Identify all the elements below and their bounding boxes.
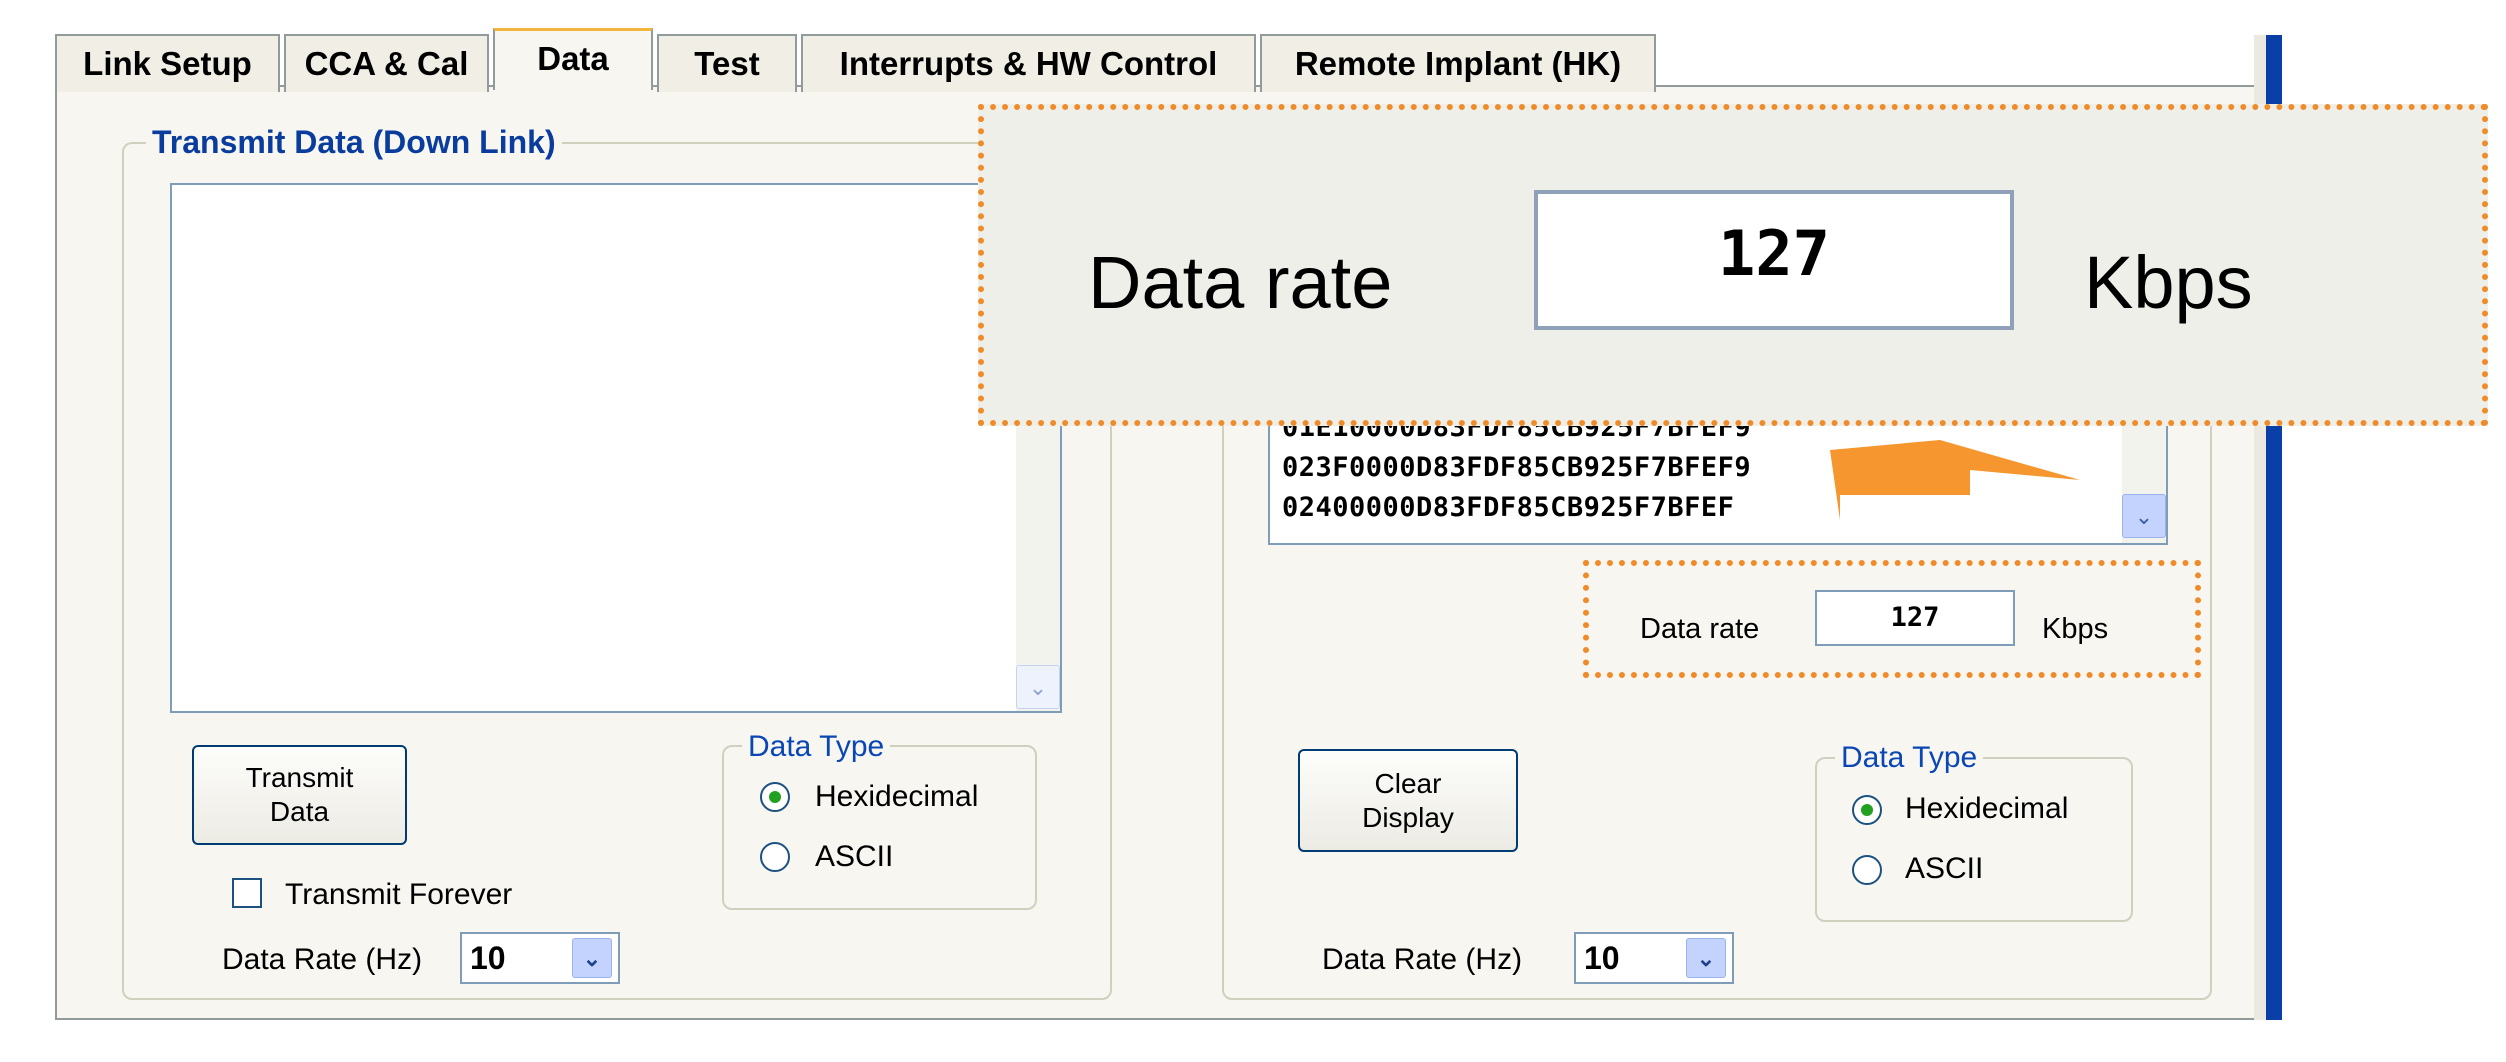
transmit-ascii-label: ASCII — [815, 840, 894, 873]
transmit-ascii-radio[interactable] — [760, 842, 790, 872]
transmit-forever-checkbox[interactable] — [232, 878, 262, 908]
tab-remote-implant-hk[interactable]: Remote Implant (HK) — [1260, 34, 1656, 92]
tab-link-setup[interactable]: Link Setup — [55, 34, 280, 92]
zoom-data-rate-label: Data rate — [1088, 241, 1393, 324]
data-rate-field: 127 — [1815, 590, 2015, 646]
receive-rate-value: 10 — [1584, 940, 1620, 976]
transmit-rate-label: Data Rate (Hz) — [222, 943, 423, 976]
transmit-datatype-group — [722, 745, 1037, 910]
transmit-rate-value: 10 — [470, 940, 506, 976]
transmit-rate-select[interactable]: 10 ⌄ — [460, 932, 620, 984]
transmit-data-textarea[interactable]: ⌄ — [170, 183, 1062, 713]
transmit-hex-radio[interactable] — [760, 782, 790, 812]
tab-test[interactable]: Test — [657, 34, 797, 92]
arrow-up-icon — [1830, 440, 2080, 520]
tab-interrupts-hw-control[interactable]: Interrupts & HW Control — [801, 34, 1256, 92]
receive-rate-label: Data Rate (Hz) — [1322, 943, 1523, 976]
transmit-group — [122, 142, 1112, 1000]
data-rate-unit: Kbps — [2042, 613, 2109, 645]
zoom-data-rate-unit: Kbps — [2084, 241, 2253, 324]
clear-button-line1: Clear — [1374, 767, 1442, 799]
receive-datatype-group — [1815, 757, 2133, 922]
transmit-forever-label: Transmit Forever — [285, 878, 513, 911]
transmit-button-line2: Data — [269, 796, 330, 827]
transmit-hex-label: Hexidecimal — [815, 780, 979, 813]
receive-rate-select[interactable]: 10 ⌄ — [1574, 932, 1734, 984]
receive-hex-label: Hexidecimal — [1905, 792, 2069, 825]
zoom-callout: Data rate 127 Kbps — [978, 104, 2488, 426]
receive-line-3: 02400000D83FDF85CB925F7BFEF — [1282, 492, 1735, 523]
tab-data[interactable]: Data — [493, 28, 653, 90]
tab-cca-cal[interactable]: CCA & Cal — [284, 34, 489, 92]
transmit-data-button[interactable]: Transmit Data — [192, 745, 407, 845]
chevron-down-icon[interactable]: ⌄ — [572, 938, 612, 978]
receive-line-2: 023F0000D83FDF85CB925F7BFEF9 — [1282, 452, 1752, 483]
chevron-down-icon[interactable]: ⌄ — [1016, 665, 1060, 709]
receive-ascii-label: ASCII — [1905, 852, 1984, 885]
transmit-button-line1: Transmit — [245, 762, 354, 793]
receive-datatype-title: Data Type — [1835, 741, 1984, 775]
transmit-group-title: Transmit Data (Down Link) — [146, 124, 562, 161]
chevron-down-icon[interactable]: ⌄ — [2122, 494, 2166, 538]
clear-display-button[interactable]: Clear Display — [1298, 749, 1518, 852]
chevron-down-icon[interactable]: ⌄ — [1686, 938, 1726, 978]
data-rate-callout — [1583, 560, 2201, 678]
transmit-datatype-title: Data Type — [742, 730, 891, 764]
clear-button-line2: Display — [1362, 801, 1454, 833]
zoom-data-rate-field: 127 — [1534, 190, 2014, 330]
receive-ascii-radio[interactable] — [1852, 855, 1882, 885]
receive-hex-radio[interactable] — [1852, 795, 1882, 825]
data-rate-label: Data rate — [1640, 613, 1760, 645]
